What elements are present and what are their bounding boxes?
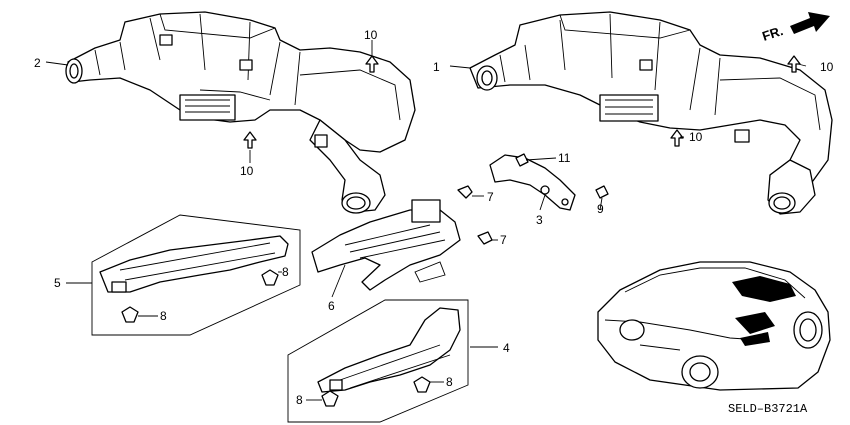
- diagram-code: SELD–B3721A: [728, 402, 808, 416]
- bolt-icon: [121, 269, 431, 407]
- dash-duct-right-assembly: [469, 11, 833, 215]
- label-part-8-box5-lower: 8: [160, 309, 167, 323]
- label-part-10-right-top: 10: [820, 60, 834, 74]
- front-label: FR.: [760, 23, 785, 44]
- vehicle-locator-illustration: [597, 261, 831, 391]
- label-part-8-box4-right: 8: [446, 375, 453, 389]
- label-part-2: 2: [34, 56, 41, 70]
- duct-part-6: [311, 199, 461, 291]
- label-part-6: 6: [328, 299, 335, 313]
- label-part-3: 3: [536, 213, 543, 227]
- duct-part-5: [91, 214, 301, 336]
- leader-lines: [45, 40, 807, 401]
- label-part-4: 4: [503, 341, 510, 355]
- label-part-10-right: 10: [689, 130, 703, 144]
- dash-duct-left-assembly: [65, 11, 416, 214]
- duct-part-4: [287, 299, 469, 423]
- label-part-10-top-center: 10: [364, 28, 378, 42]
- label-part-10-left: 10: [240, 164, 254, 178]
- label-part-8-box4-left: 8: [296, 393, 303, 407]
- label-part-5: 5: [54, 276, 61, 290]
- label-part-8-box5-right: 8: [282, 265, 289, 279]
- front-arrow-icon: [790, 12, 830, 34]
- front-indicator: FR.: [760, 12, 830, 44]
- label-part-1: 1: [433, 60, 440, 74]
- label-part-7-lower: 7: [500, 233, 507, 247]
- label-part-11: 11: [558, 151, 571, 165]
- label-part-7-upper: 7: [487, 190, 494, 204]
- clip-icon: [243, 55, 801, 149]
- label-part-9: 9: [597, 202, 604, 216]
- screw-icon: [457, 153, 609, 245]
